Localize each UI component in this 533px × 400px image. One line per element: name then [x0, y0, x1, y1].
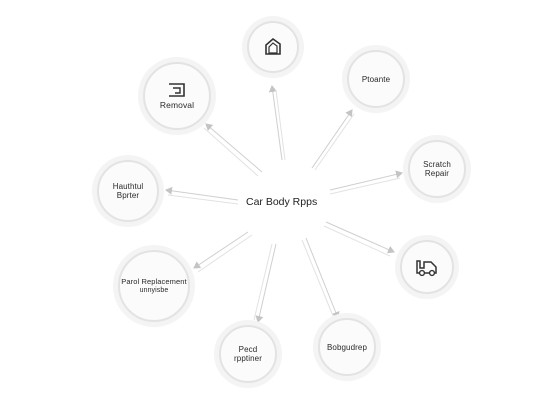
door-panel-icon: [265, 37, 281, 55]
node-label-line1: Parol Replacement: [121, 277, 187, 286]
node-label: Ptoante: [361, 74, 391, 84]
center-label: Car Body Rpps: [246, 196, 318, 208]
node-label-line1: Scratch: [423, 160, 451, 169]
arrow-to-lower-right: [325, 221, 395, 254]
node-label: Bobgudrep: [326, 342, 368, 352]
arrow-to-top-left: [205, 123, 263, 173]
node-removal[interactable]: Removal: [143, 62, 211, 130]
node-label-line2: Repair: [424, 169, 450, 178]
node-ptoante[interactable]: Ptoante: [347, 50, 405, 108]
node-label-line2: unnyisbe: [139, 287, 169, 294]
node-tow-truck[interactable]: [400, 240, 454, 294]
arrow-to-left-lower: [193, 231, 249, 269]
arrow-to-top: [268, 85, 283, 161]
node-label-line1: Pecd: [238, 345, 258, 354]
node-label-line1: Hauthtul: [112, 182, 144, 191]
node-door-panel[interactable]: [247, 21, 299, 73]
dent-panel-icon: [169, 83, 185, 97]
node-label: Removal: [159, 100, 195, 110]
node-hauthtul[interactable]: Hauthtul Bprter: [97, 160, 159, 222]
tow-truck-icon: [416, 260, 437, 277]
arrow-to-bottom: [255, 243, 277, 323]
node-scratch-repair[interactable]: Scratch Repair: [408, 140, 466, 198]
node-pecd[interactable]: Pecd rpptiner: [219, 325, 277, 383]
node-panel-replacement[interactable]: Parol Replacement unnyisbe: [118, 250, 190, 322]
arrow-to-bottom-right: [305, 237, 340, 319]
arrow-to-left: [165, 186, 239, 201]
arrow-to-top-right: [311, 109, 353, 169]
node-bobgudrep[interactable]: Bobgudrep: [318, 318, 376, 376]
arrow-to-right: [329, 170, 403, 191]
node-label-line2: Bprter: [116, 191, 140, 200]
node-label-line2: rpptiner: [234, 354, 262, 363]
